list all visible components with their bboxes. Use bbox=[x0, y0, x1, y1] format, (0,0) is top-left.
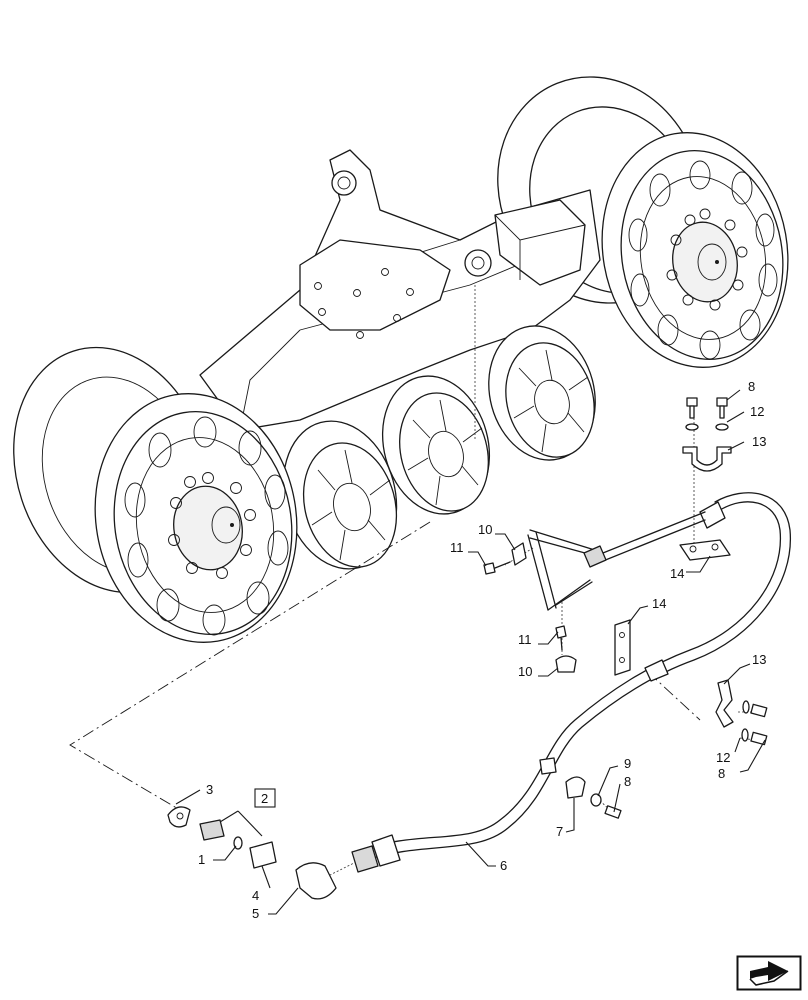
callout-8-lower-right: 8 bbox=[718, 766, 725, 781]
fitting-4 bbox=[249, 841, 277, 869]
callout-2-box bbox=[254, 788, 276, 808]
callout-2: 2 bbox=[261, 791, 268, 806]
callout-11-upper: 11 bbox=[450, 540, 464, 555]
hardware bbox=[167, 397, 768, 900]
callout-6: 6 bbox=[500, 858, 507, 873]
callout-10-upper: 10 bbox=[478, 522, 492, 537]
adapter bbox=[199, 819, 225, 841]
callout-8-lower-middle: 8 bbox=[624, 774, 631, 789]
next-page-arrow-icon bbox=[736, 955, 802, 991]
upper-bolt bbox=[685, 397, 729, 431]
callout-5: 5 bbox=[252, 906, 259, 921]
front-idler-wheel bbox=[94, 393, 298, 643]
next-page-button[interactable] bbox=[736, 955, 802, 991]
midroller-3 bbox=[488, 325, 596, 461]
callout-7: 7 bbox=[556, 824, 563, 839]
callout-4: 4 bbox=[252, 888, 259, 903]
midroller-1 bbox=[282, 420, 398, 570]
track-frame-assembly bbox=[13, 76, 789, 643]
callout-12-upper: 12 bbox=[750, 404, 764, 419]
rear-idler-wheel bbox=[601, 132, 789, 368]
callouts: 8 12 13 14 10 11 14 11 10 13 12 8 bbox=[175, 379, 766, 921]
steel-tube bbox=[527, 511, 706, 611]
callout-11-lower: 11 bbox=[518, 632, 532, 647]
midroller-2 bbox=[381, 375, 491, 515]
callout-8-upper: 8 bbox=[748, 379, 755, 394]
callout-13-lower: 13 bbox=[752, 652, 766, 667]
callout-3: 3 bbox=[206, 782, 213, 797]
main-frame bbox=[199, 149, 601, 431]
hydraulic-hose bbox=[351, 492, 791, 873]
callout-1: 1 bbox=[198, 852, 205, 867]
callout-10-lower: 10 bbox=[518, 664, 532, 679]
clamp-3 bbox=[167, 806, 191, 828]
elbow-5 bbox=[295, 862, 337, 900]
callout-14-upper: 14 bbox=[670, 566, 684, 581]
callout-9: 9 bbox=[624, 756, 631, 771]
callout-12-lower: 12 bbox=[716, 750, 730, 765]
callout-13-upper: 13 bbox=[752, 434, 766, 449]
callout-14-lower: 14 bbox=[652, 596, 666, 611]
